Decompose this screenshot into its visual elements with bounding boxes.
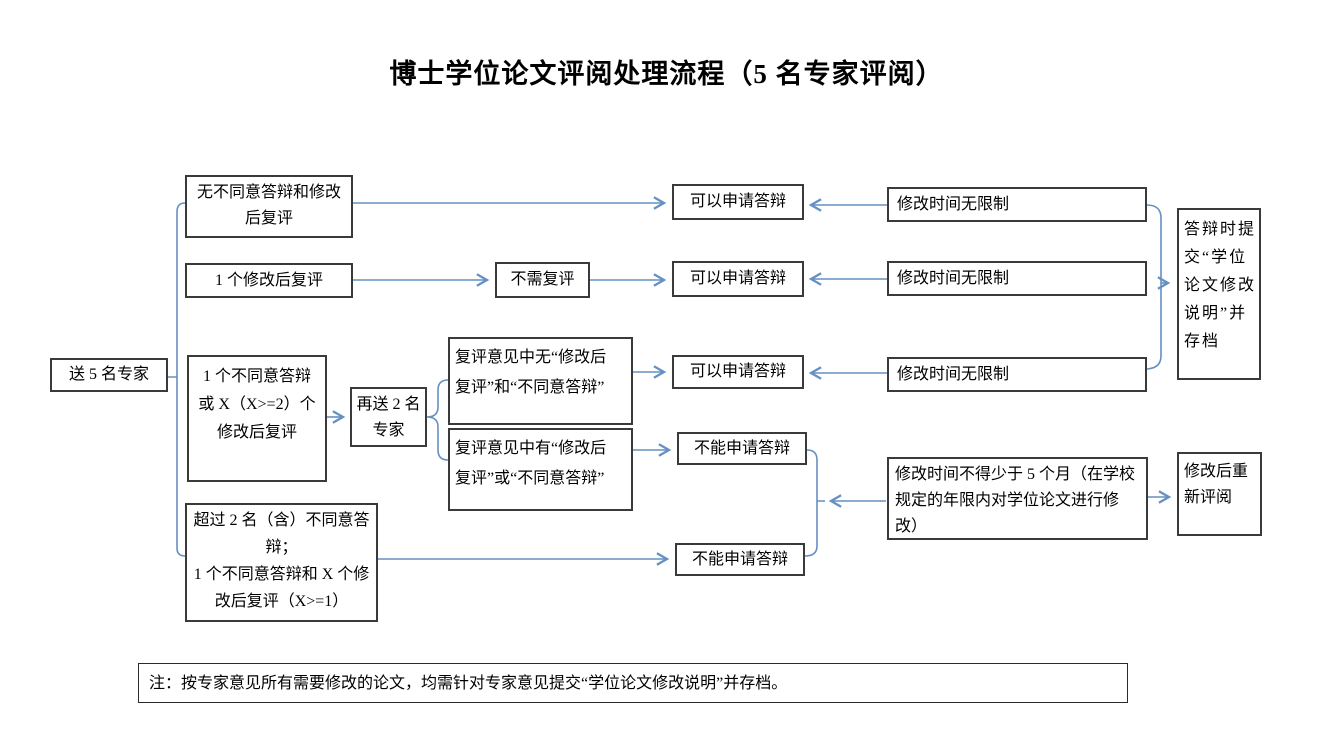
footnote: 注：按专家意见所有需要修改的论文，均需针对专家意见提交“学位论文修改说明”并存档… [138,663,1128,703]
connector-send5-bracket [168,202,186,557]
node-can-apply-defense-2: 可以申请答辩 [672,261,804,297]
node-can-apply-defense-3: 可以申请答辩 [672,355,804,389]
node-over-two-disagree: 超过 2 名（含）不同意答 辩； 1 个不同意答辩和 X 个修 改后复评（X>=… [185,503,378,622]
node-unlimited-revision-time-3: 修改时间无限制 [887,357,1147,392]
diagram-title: 博士学位论文评阅处理流程（5 名专家评阅） [389,59,944,89]
node-submit-revision-note-at-defense: 答辩时提 交“学位 论文修改 说明”并 存档 [1177,208,1261,380]
node-one-revise-rereview: 1 个修改后复评 [185,263,353,298]
node-no-disagree-no-rereview: 无不同意答辩和修改 后复评 [185,175,353,238]
node-cannot-apply-defense-2: 不能申请答辩 [675,543,805,576]
node-cannot-apply-defense-1: 不能申请答辩 [677,432,807,465]
node-rereview-with-terms: 复评意见中有“修改后 复评”或“不同意答辩” [448,428,633,511]
node-rereview-after-revision: 修改后重 新评阅 [1177,452,1262,536]
connector-resend2-fork [426,379,449,461]
node-unlimited-revision-time-1: 修改时间无限制 [887,187,1147,222]
node-resend-2-experts: 再送 2 名 专家 [350,387,427,447]
node-unlimited-revision-time-2: 修改时间无限制 [887,261,1147,296]
connector-times-brace [1146,204,1162,370]
node-rereview-without-terms: 复评意见中无“修改后 复评”和“不同意答辩” [448,337,633,425]
connector-cannot-brace [804,449,825,557]
node-can-apply-defense-1: 可以申请答辩 [672,184,804,220]
node-revision-at-least-5-months: 修改时间不得少于 5 个月（在学校 规定的年限内对学位论文进行修 改） [887,457,1148,540]
node-no-rereview-needed: 不需复评 [495,262,590,298]
node-send-5-experts: 送 5 名专家 [50,358,168,392]
node-one-disagree-or-x-revise: 1 个不同意答辩 或 X（X>=2）个 修改后复评 [187,355,327,482]
